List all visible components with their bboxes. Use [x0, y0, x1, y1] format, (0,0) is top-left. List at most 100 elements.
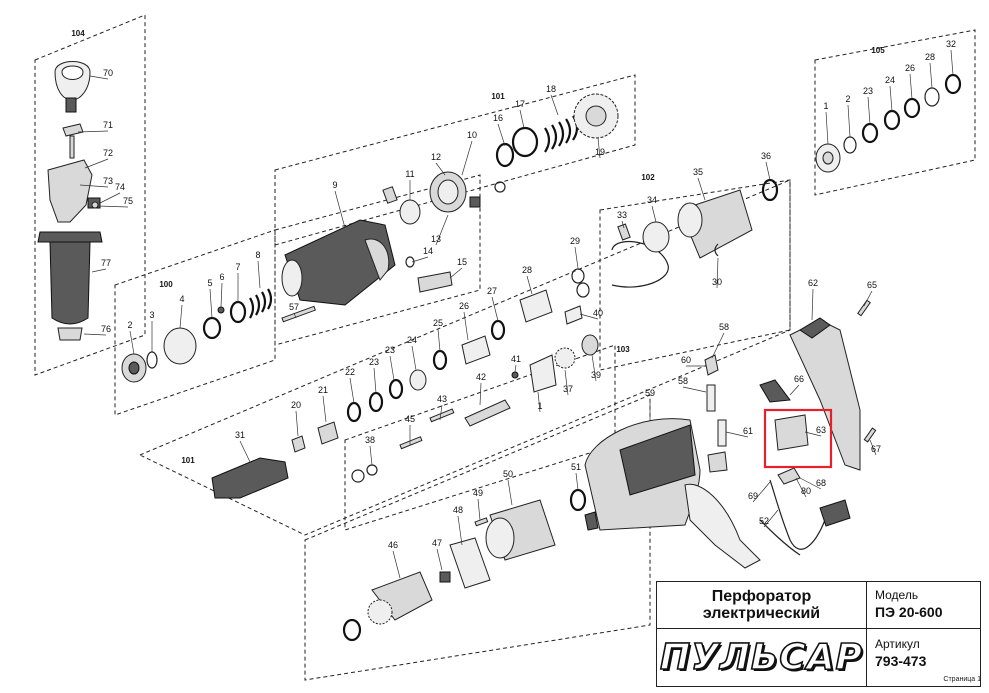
screw: [863, 427, 877, 443]
part-number-11: 11: [405, 169, 414, 179]
depth-stop-clip: [62, 123, 84, 137]
part-number-68: 68: [816, 478, 826, 488]
carbon-brush: [706, 384, 716, 412]
cable-clamp: [777, 467, 801, 485]
callout-leader: [91, 268, 107, 273]
callout-leader: [564, 369, 569, 396]
callout-leader: [457, 515, 463, 546]
callout-leader: [463, 311, 469, 341]
callout-leader: [129, 330, 135, 355]
cylinder-bore: [677, 202, 703, 238]
power-cord: [769, 479, 826, 550]
ring: [861, 122, 879, 144]
front-end-assembly: [121, 288, 316, 383]
wobble-bearing: [529, 354, 557, 393]
switch-lever: [759, 379, 791, 403]
part-number-70: 70: [103, 68, 113, 78]
callout-leader: [491, 296, 499, 322]
callout-leader: [449, 267, 463, 279]
part-number-18: 18: [546, 84, 556, 94]
callout-leader: [89, 75, 109, 80]
housing-nose: [281, 259, 303, 297]
product-name: Перфоратор электрический: [657, 582, 867, 628]
callout-leader: [239, 440, 251, 463]
part-number-23: 23: [369, 357, 379, 367]
callout-leader: [461, 140, 473, 176]
part-number-73: 73: [103, 176, 113, 186]
motor-housing-assembly: [584, 299, 877, 569]
part-number-76: 76: [101, 324, 111, 334]
part-number-26: 26: [905, 63, 915, 73]
part-number-75: 75: [123, 196, 133, 206]
part-number-12: 12: [431, 152, 441, 162]
washer: [366, 464, 378, 476]
part-number-24: 24: [407, 335, 417, 345]
callout-leader: [435, 162, 446, 176]
callout-leader: [765, 161, 771, 181]
part-number-43: 43: [437, 394, 447, 404]
part-number-80: 80: [801, 486, 811, 496]
part-number-61: 61: [743, 426, 753, 436]
callout-leader: [477, 498, 481, 521]
gasket: [611, 241, 669, 288]
o-ring: [432, 349, 448, 371]
callout-leader: [752, 481, 771, 503]
gearbox-housing-assembly: [281, 171, 506, 306]
part-number-9: 9: [332, 180, 337, 190]
part-number-77: 77: [101, 258, 111, 268]
stator-bore: [485, 517, 515, 559]
highlight-box: [763, 408, 833, 469]
group-label: 103: [616, 345, 630, 354]
part-number-47: 47: [432, 538, 442, 548]
group-label: 102: [641, 173, 655, 182]
chuck-cap-bore: [128, 361, 140, 375]
handle-housing: [684, 483, 761, 569]
part-number-62: 62: [808, 278, 818, 288]
part-callouts: 7071727374757776910111213141516171819122…: [77, 39, 956, 579]
model-label: Модель: [875, 588, 919, 602]
callout-leader: [435, 214, 449, 246]
callout-leader: [436, 548, 443, 571]
part-number-33: 33: [617, 210, 627, 220]
pin: [382, 186, 398, 204]
ring: [388, 378, 404, 400]
part-number-50: 50: [503, 469, 513, 479]
part-number-65: 65: [867, 280, 877, 290]
part-number-66: 66: [794, 374, 804, 384]
side-handle-assembly: [37, 61, 103, 341]
rear-handle: [789, 319, 861, 471]
callout-leader: [574, 246, 579, 269]
callout-leader: [373, 367, 377, 394]
callout-leader: [179, 304, 183, 329]
callout-leader: [867, 96, 871, 125]
motor-housing-cover: [619, 424, 696, 496]
clip: [714, 243, 719, 257]
sleeve: [317, 421, 339, 445]
callout-leader: [795, 477, 807, 498]
part-number-25: 25: [433, 318, 443, 328]
part-number-74: 74: [115, 182, 125, 192]
callout-leader: [322, 395, 327, 423]
spring-clip: [351, 469, 365, 483]
callout-leader: [621, 220, 625, 229]
part-number-23: 23: [863, 86, 873, 96]
part-number-38: 38: [365, 435, 375, 445]
callout-leader: [929, 62, 933, 89]
callout-leader: [389, 355, 395, 381]
part-number-58: 58: [719, 322, 729, 332]
part-number-72: 72: [103, 148, 113, 158]
callout-leader: [97, 205, 129, 208]
part-number-59: 59: [645, 388, 655, 398]
group-label: 105: [871, 46, 885, 55]
callout-leader: [682, 386, 707, 393]
part-number-7: 7: [235, 262, 240, 272]
callout-leader: [909, 73, 913, 100]
callout-leader: [99, 192, 121, 204]
callout-leader: [863, 290, 873, 307]
part-number-35: 35: [693, 167, 703, 177]
part-number-22: 22: [345, 367, 355, 377]
part-number-51: 51: [571, 462, 581, 472]
pin-long: [281, 305, 316, 323]
callout-leader: [507, 479, 513, 506]
